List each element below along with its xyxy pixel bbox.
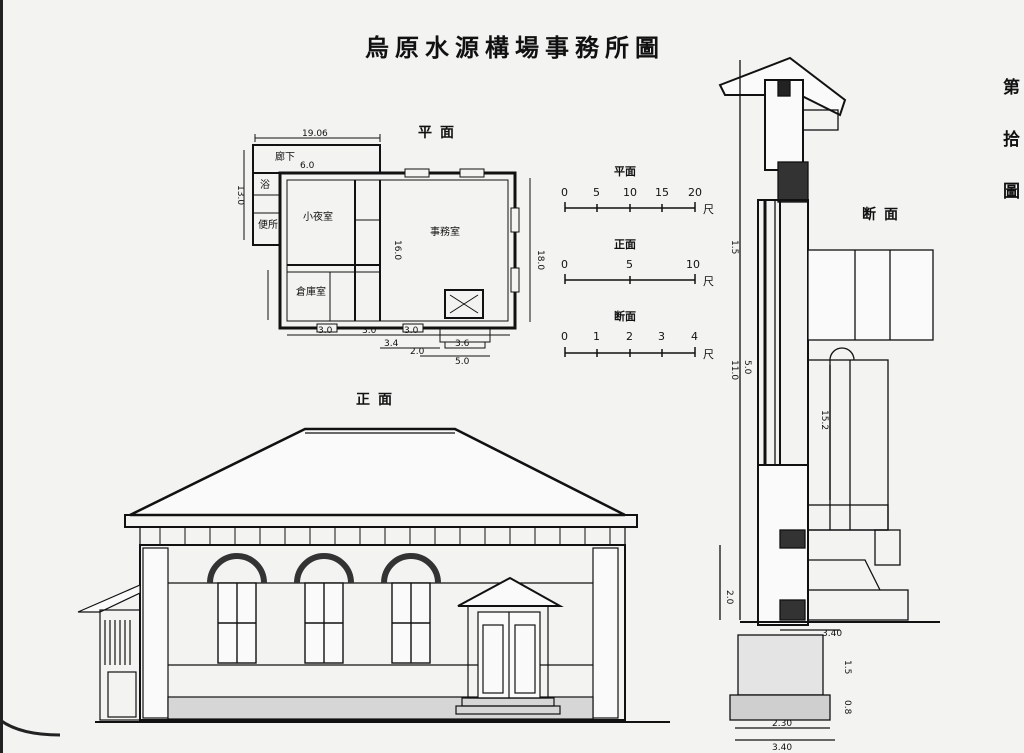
elevation-view-label: 正面 [356, 392, 400, 408]
dim-bottom-2: 3.0 [362, 326, 377, 336]
scale-plan-tick-4: 20 [688, 186, 702, 199]
plan-view-label: 平面 [418, 125, 462, 141]
drawing-title: 烏原水源構場事務所圖 [365, 33, 665, 62]
sec-dim-4: 15.2 [819, 410, 829, 430]
foot-dim-4: 1.5 [842, 660, 852, 674]
dim-plan-depth: 18.0 [535, 250, 545, 270]
scale-sec-tick-1: 1 [593, 330, 600, 343]
scale-bars [564, 202, 696, 357]
foot-dim-3: 3.40 [772, 743, 792, 753]
scale-sec-tick-0: 0 [561, 330, 568, 343]
sec-dim-2: 11.0 [729, 360, 739, 380]
dim-bottom-1: 3.0 [318, 326, 333, 336]
plate-number: 第拾圖 [1003, 78, 1020, 202]
room-toilet: 便所 [258, 218, 278, 231]
plan-dimensions: 19.06 6.0 18.0 13.0 16.0 3.0 3.0 3.0 3.4… [235, 129, 545, 367]
wall-section [718, 56, 940, 741]
scale-elev-tick-0: 0 [561, 258, 568, 271]
dim-corridor: 6.0 [300, 161, 315, 171]
scale-elev-label: 正面 [614, 238, 636, 251]
foot-dim-5: 0.8 [842, 700, 852, 715]
scale-sec-label: 断面 [614, 309, 636, 323]
scale-plan-tick-1: 5 [593, 186, 600, 199]
dim-inner-depth: 16.0 [392, 240, 402, 260]
plan-room-labels: 廊下 小夜室 事務室 浴 便所 倉庫室 [258, 150, 460, 298]
scale-plan-tick-0: 0 [561, 186, 568, 199]
room-office: 事務室 [430, 225, 460, 238]
scale-elev-tick-1: 5 [626, 258, 633, 271]
room-storage: 倉庫室 [296, 285, 326, 298]
scale-plan-tick-2: 10 [623, 186, 637, 199]
scale-plan-label: 平面 [614, 165, 636, 178]
dim-step-1: 3.4 [384, 339, 399, 349]
room-corridor: 廊下 [275, 150, 295, 163]
sec-dim-5: 2.0 [724, 590, 734, 605]
room-night: 小夜室 [303, 210, 333, 223]
sec-dim-1: 1.5 [729, 240, 739, 254]
scale-plan-unit: 尺 [703, 203, 714, 216]
scale-sec-tick-4: 4 [691, 330, 698, 343]
section-dimensions: 1.5 11.0 5.0 15.2 2.0 3.40 2.30 3.40 1.5… [724, 240, 852, 753]
scale-elev-tick-2: 10 [686, 258, 700, 271]
scale-sec-unit: 尺 [703, 348, 714, 361]
dim-step-4: 5.0 [455, 357, 470, 367]
dim-step-2: 2.0 [410, 347, 425, 357]
section-view-label: 断面 [862, 207, 906, 223]
room-bath: 浴 [260, 179, 270, 191]
dim-plan-width: 19.06 [302, 129, 328, 139]
scale-sec-tick-2: 2 [626, 330, 633, 343]
foot-dim-1: 3.40 [822, 629, 842, 639]
scale-plan-tick-3: 15 [655, 186, 669, 199]
scale-elev-unit: 尺 [703, 275, 714, 288]
foot-dim-2: 2.30 [772, 719, 792, 729]
floor-plan [243, 134, 531, 357]
dim-step-3: 3.6 [455, 339, 470, 349]
sec-dim-3: 5.0 [742, 360, 752, 375]
scale-labels: 平面 0 5 10 15 20 尺 正面 0 5 10 尺 断面 0 1 2 3… [561, 165, 714, 361]
scale-sec-tick-3: 3 [658, 330, 665, 343]
dim-side-left: 13.0 [235, 185, 245, 205]
front-elevation [77, 427, 670, 723]
dim-bottom-3: 3.0 [404, 326, 419, 336]
